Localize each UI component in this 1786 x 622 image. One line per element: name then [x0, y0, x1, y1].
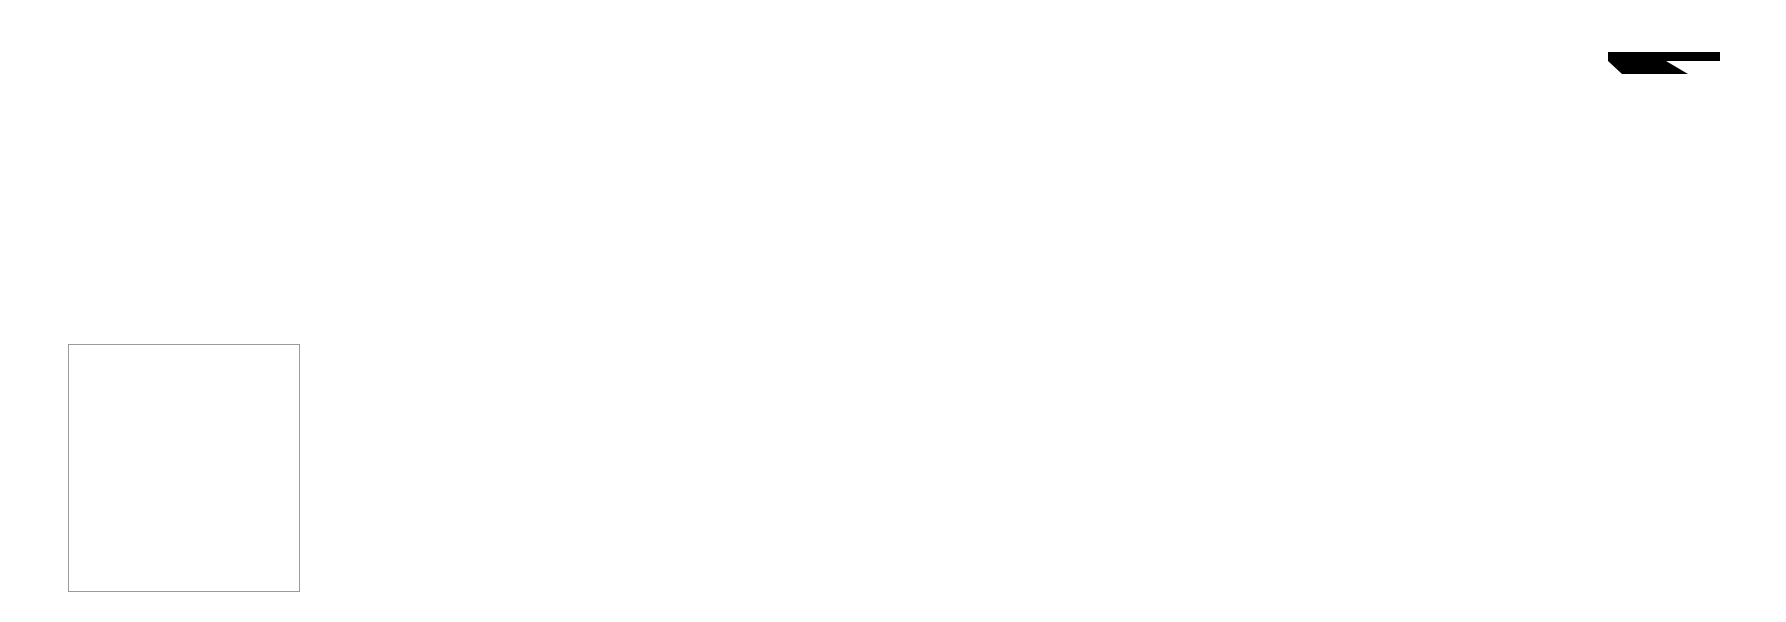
- tram-line-14: [860, 330, 1583, 440]
- atac-logo: [1606, 50, 1724, 85]
- terminus-venezia: [686, 263, 688, 291]
- terminus-mancini: [396, 66, 398, 94]
- tram-line-5: [860, 315, 1467, 512]
- terminus-casaletto: [506, 490, 508, 518]
- atac-logo-swoosh: [1608, 52, 1720, 74]
- tram-line-8: [523, 278, 698, 498]
- tram-line-19: [203, 190, 1480, 512]
- tram-line-3: [664, 203, 1049, 482]
- terminus-flaminio: [345, 292, 485, 293]
- legend-panel: [68, 344, 300, 592]
